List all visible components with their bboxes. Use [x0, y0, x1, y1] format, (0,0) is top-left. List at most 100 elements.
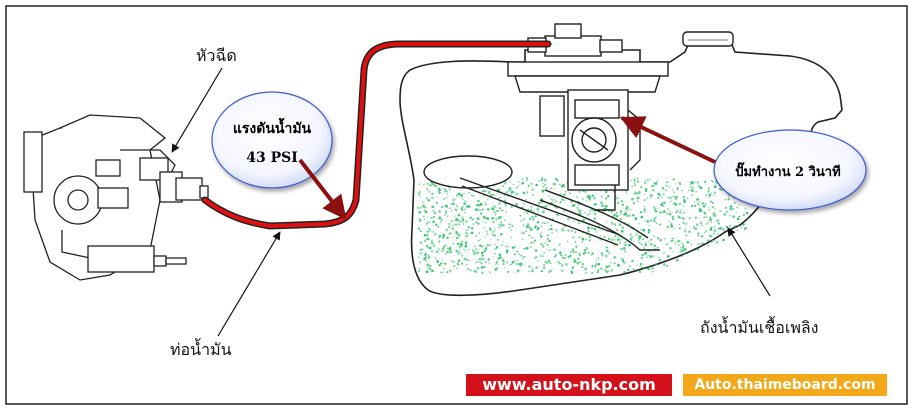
fuel-speckle	[509, 223, 511, 226]
fuel-speckle	[520, 219, 523, 222]
fuel-speckle	[423, 239, 426, 243]
site-badge-secondary[interactable]: Auto.thaimeboard.com	[683, 374, 887, 396]
fuel-speckle	[467, 259, 470, 262]
fuel-speckle	[522, 231, 526, 235]
site-badge-primary[interactable]: www.auto-nkp.com	[466, 374, 672, 396]
fuel-speckle	[466, 234, 469, 237]
fuel-speckle	[476, 266, 480, 270]
fuel-speckle	[467, 226, 471, 229]
fuel-speckle	[435, 223, 438, 226]
fuel-speckle	[418, 211, 421, 214]
fuel-speckle	[553, 183, 557, 186]
fuel-speckle	[529, 217, 532, 220]
fuel-speckle	[438, 236, 441, 239]
fuel-speckle	[525, 230, 527, 232]
pressure-bubble	[211, 91, 333, 189]
fuel-speckle	[531, 188, 534, 191]
fuel-speckle	[621, 257, 624, 261]
fuel-speckle	[528, 225, 531, 229]
fuel-speckle	[666, 225, 670, 229]
fuel-speckle	[678, 202, 682, 206]
fuel-speckle	[678, 239, 681, 242]
fuel-speckle	[455, 217, 458, 221]
fuel-speckle	[438, 216, 442, 220]
fuel-speckle	[581, 265, 584, 268]
fuel-speckle	[432, 244, 436, 247]
fuel-speckle	[650, 243, 653, 246]
fuel-speckle	[446, 271, 449, 274]
fuel-speckle	[463, 192, 465, 195]
fuel-speckle	[729, 207, 732, 210]
fuel-speckle	[638, 241, 640, 244]
fuel-speckle	[421, 248, 424, 250]
fuel-speckle	[457, 252, 460, 255]
fuel-speckle	[593, 212, 597, 215]
fuel-speckle	[508, 223, 510, 226]
fuel-speckle	[560, 251, 562, 253]
fuel-speckle	[484, 247, 488, 251]
fuel-speckle	[582, 253, 585, 255]
fuel-speckle	[608, 253, 610, 255]
fuel-speckle	[631, 259, 634, 263]
fuel-speckle	[438, 248, 441, 251]
fuel-speckle	[585, 247, 589, 250]
fuel-speckle	[441, 249, 444, 253]
fuel-speckle	[704, 180, 707, 183]
fuel-speckle	[519, 214, 522, 217]
fuel-speckle	[686, 197, 689, 199]
fuel-speckle	[543, 251, 546, 254]
fuel-speckle	[629, 265, 631, 267]
fuel-speckle	[463, 202, 466, 206]
fuel-speckle	[620, 229, 624, 233]
fuel-speckle	[690, 243, 692, 245]
fuel-speckle	[444, 214, 446, 216]
fuel-speckle	[464, 208, 467, 211]
fuel-speckle	[669, 210, 671, 213]
fuel-speckle	[421, 200, 424, 202]
fuel-speckle	[601, 196, 603, 198]
fuel-speckle	[736, 217, 740, 221]
fuel-speckle	[498, 207, 501, 210]
fuel-speckle	[481, 245, 484, 248]
fuel-speckle	[728, 225, 731, 228]
fuel-speckle	[713, 232, 716, 235]
fuel-speckle	[684, 248, 686, 250]
fuel-speckle	[479, 260, 482, 264]
fuel-speckle	[742, 214, 745, 217]
fuel-speckle	[461, 216, 463, 218]
fuel-speckle	[719, 210, 722, 213]
fuel-speckle	[560, 269, 564, 273]
fuel-speckle	[481, 208, 484, 211]
fuel-speckle	[633, 193, 636, 196]
fuel-speckle	[643, 199, 646, 202]
fuel-speckle	[530, 241, 533, 244]
fuel-speckle	[682, 221, 685, 224]
fuel-speckle	[502, 263, 505, 266]
fuel-speckle	[696, 198, 699, 201]
fuel-speckle	[696, 223, 699, 226]
fuel-speckle	[534, 256, 537, 259]
fuel-speckle	[622, 247, 626, 250]
fuel-speckle	[643, 210, 647, 213]
fuel-speckle	[541, 242, 544, 245]
fuel-speckle	[545, 204, 548, 208]
fuel-speckle	[679, 183, 682, 185]
fuel-speckle	[510, 190, 514, 194]
fuel-speckle	[439, 221, 442, 223]
fuel-speckle	[669, 201, 671, 203]
fuel-speckle	[436, 202, 439, 205]
fuel-speckle	[586, 195, 589, 199]
fuel-speckle	[476, 251, 479, 254]
fuel-speckle	[654, 210, 658, 213]
fuel-speckle	[524, 256, 526, 258]
fuel-speckle	[619, 238, 622, 241]
fuel-speckle	[442, 258, 444, 260]
fuel-speckle	[643, 247, 646, 249]
fuel-speckle	[563, 200, 566, 202]
fuel-speckle	[525, 199, 527, 201]
fuel-speckle	[700, 208, 703, 211]
fuel-speckle	[587, 252, 590, 254]
fuel-speckle	[470, 231, 474, 235]
fuel-speckle	[427, 257, 429, 259]
fuel-speckle	[639, 211, 643, 214]
